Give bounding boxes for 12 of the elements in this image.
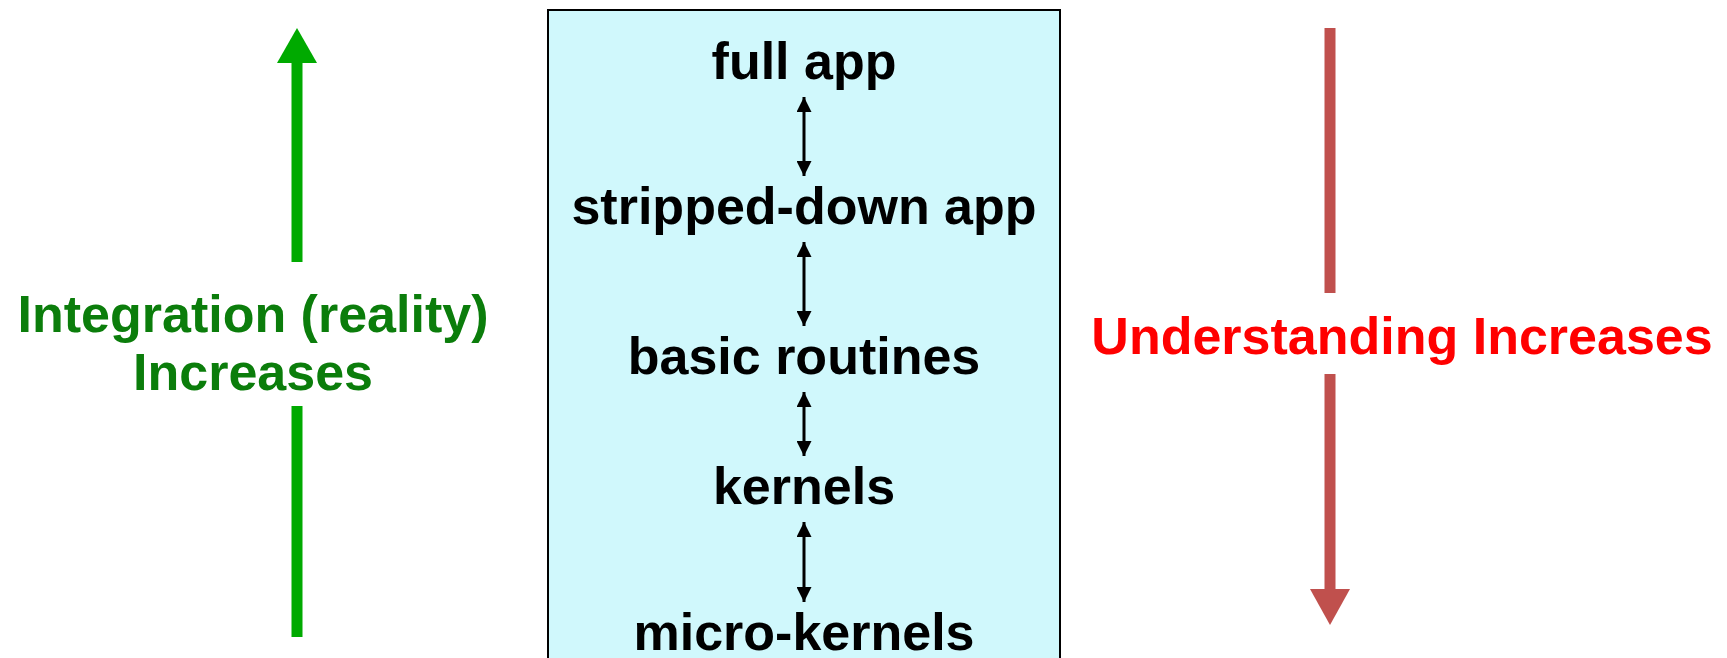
axis-label: Integration (reality) Increases	[16, 285, 490, 401]
node-label: kernels	[712, 458, 896, 514]
double-arrow	[796, 522, 812, 602]
node-label: basic routines	[627, 328, 981, 384]
double-arrow	[796, 392, 812, 456]
node-label: stripped-down app	[571, 178, 1037, 234]
node-label: micro-kernels	[633, 604, 975, 658]
node-label: full app	[711, 33, 897, 89]
double-arrow	[796, 242, 812, 326]
axis-label: Understanding Increases	[1090, 307, 1714, 365]
double-arrow	[796, 97, 812, 176]
panel-box	[547, 9, 1061, 658]
